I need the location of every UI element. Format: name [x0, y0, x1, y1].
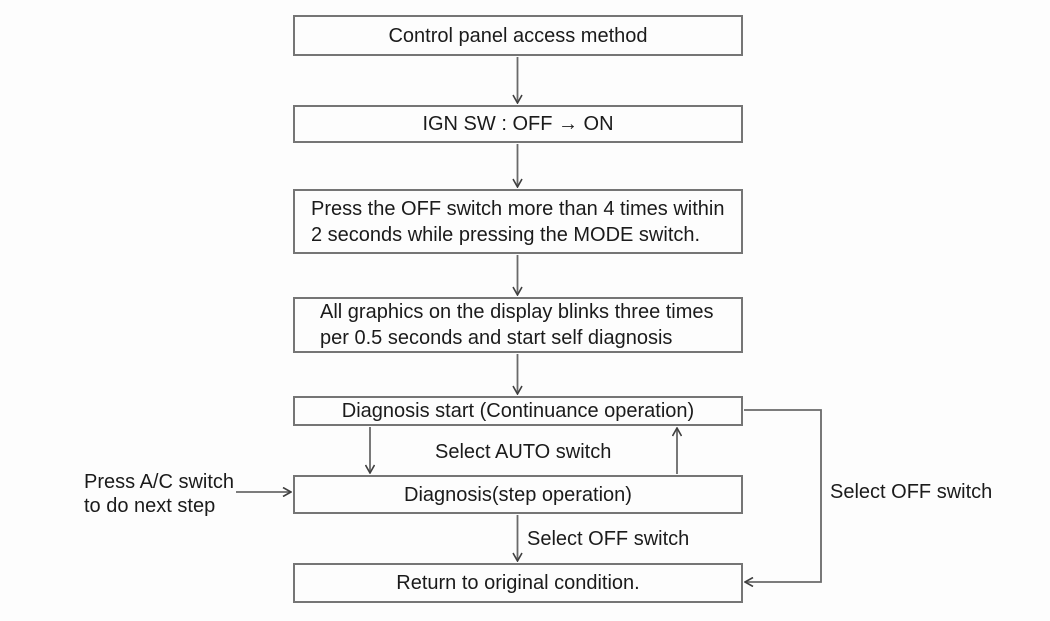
node-ign-sw: IGN SW : OFF → ON — [293, 105, 743, 143]
edge-diagstart-loop-to-return — [744, 409, 822, 582]
annotation-press-ac-switch: Press A/C switch to do next step — [84, 471, 235, 517]
node-control-panel-access: Control panel access method — [293, 15, 743, 56]
annotation-select-off-switch-loop: Select OFF switch — [830, 481, 993, 503]
node-diagnosis-step: Diagnosis(step operation) — [293, 475, 743, 514]
node-diagnosis-start: Diagnosis start (Continuance operation) — [293, 396, 743, 426]
annotation-select-auto-switch: Select AUTO switch — [435, 441, 612, 463]
annotation-select-off-switch-step: Select OFF switch — [527, 528, 690, 550]
node-return-original: Return to original condition. — [293, 563, 743, 603]
node-press-off-switch: Press the OFF switch more than 4 times w… — [293, 189, 743, 254]
node-graphics-blink: All graphics on the display blinks three… — [293, 297, 743, 353]
